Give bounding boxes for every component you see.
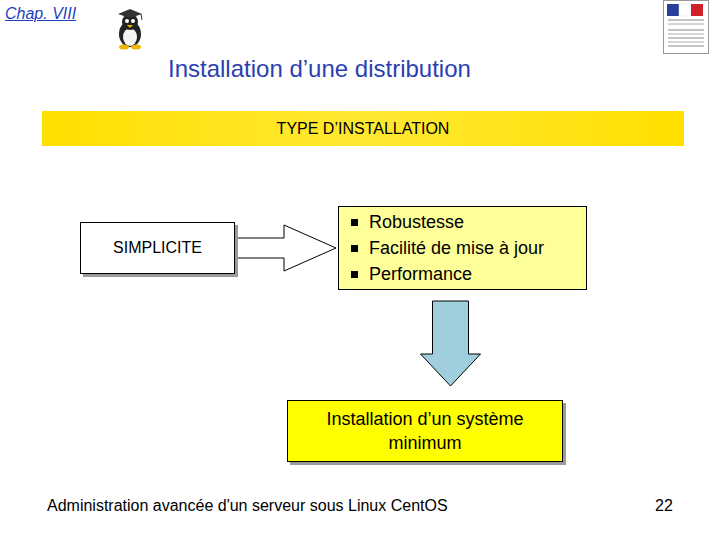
slide-title: Installation d’une distribution	[168, 55, 471, 83]
node-text: TYPE D’INSTALLATION	[277, 120, 450, 138]
section-band: TYPE D’INSTALLATION	[42, 111, 684, 146]
node-text: Robustesse	[347, 209, 464, 235]
node-text: Facilité de mise à jour	[347, 235, 544, 261]
page-number: 22	[655, 497, 673, 515]
node-text: SIMPLICITE	[113, 239, 202, 257]
node-text: Installation d’un système minimum	[318, 407, 532, 455]
criterion-box: SIMPLICITE	[80, 222, 235, 274]
block-arrow	[235, 225, 336, 271]
result-box: Installation d’un système minimum	[287, 400, 563, 462]
benefits-box: RobustesseFacilité de mise à jourPerform…	[338, 206, 587, 290]
block-arrow	[421, 301, 481, 386]
penguin-icon	[110, 8, 150, 50]
footer-text: Administration avancée d'un serveur sous…	[47, 497, 448, 515]
node-text: Performance	[347, 261, 472, 287]
chapter-label: Chap. VIII	[5, 5, 76, 23]
ministry-logo	[663, 0, 709, 54]
